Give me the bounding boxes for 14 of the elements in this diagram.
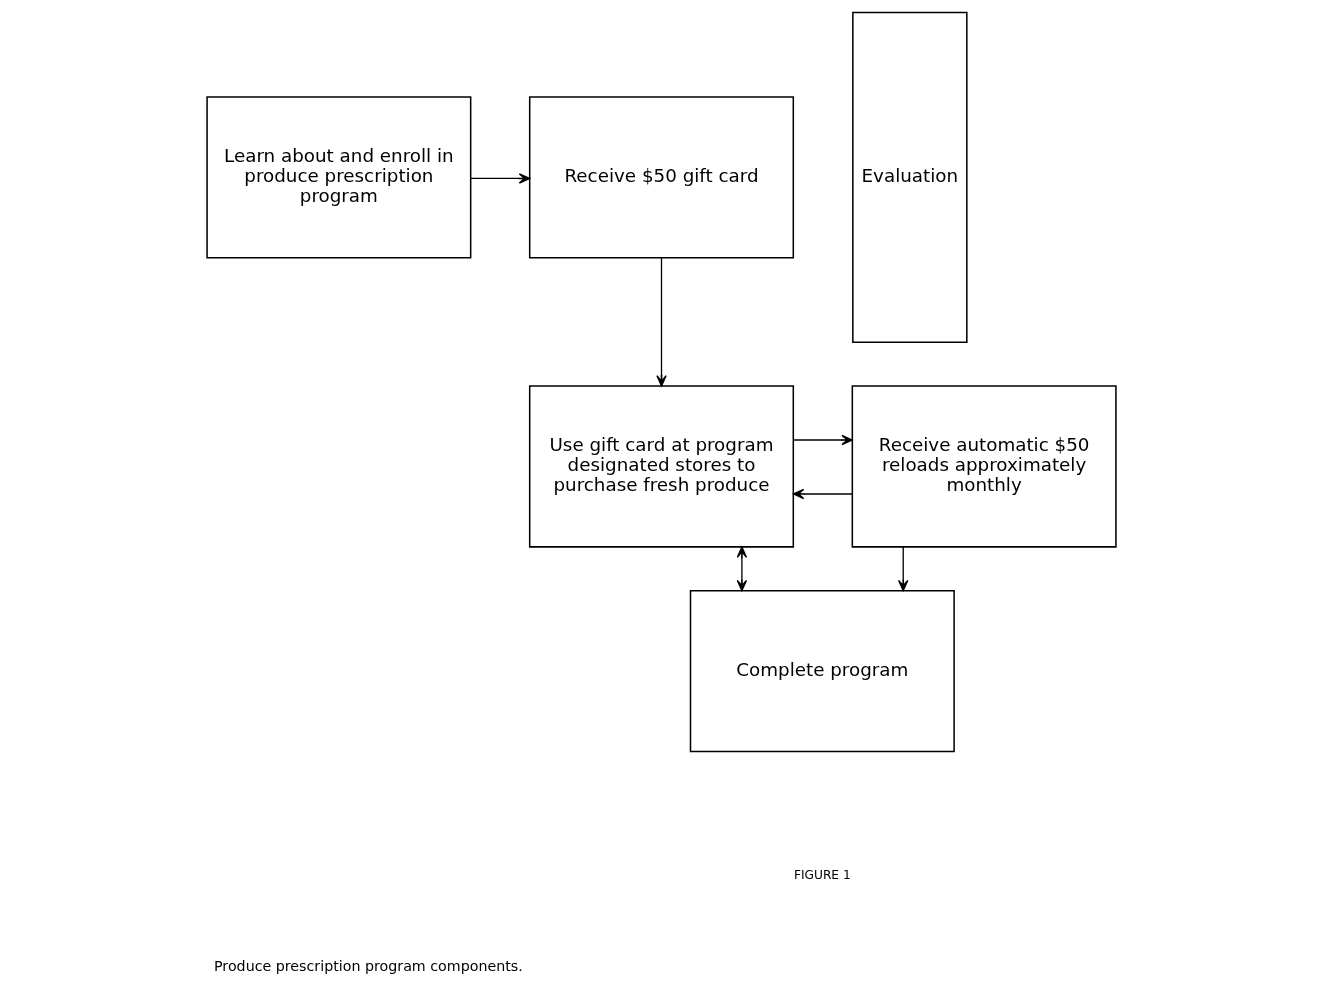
label: FIGURE 1	[793, 867, 851, 882]
node-box: Receive $50 gift card	[528, 96, 794, 259]
arrow	[897, 546, 908, 592]
arrow	[469, 173, 530, 184]
node-box: Evaluation	[851, 11, 968, 344]
node-box: Receive automatic $50 reloads approximately monthly	[851, 385, 1117, 548]
caption: Produce prescription program components.	[213, 958, 523, 975]
arrow	[792, 488, 853, 500]
arrow	[736, 546, 747, 592]
node-box: Learn about and enroll in produce prescription program	[205, 96, 471, 259]
arrow	[655, 257, 667, 387]
arrow	[792, 434, 853, 446]
node-box: Use gift card at program designated stores to purchase fresh produce	[528, 385, 794, 548]
node-box: Complete program	[689, 589, 955, 753]
